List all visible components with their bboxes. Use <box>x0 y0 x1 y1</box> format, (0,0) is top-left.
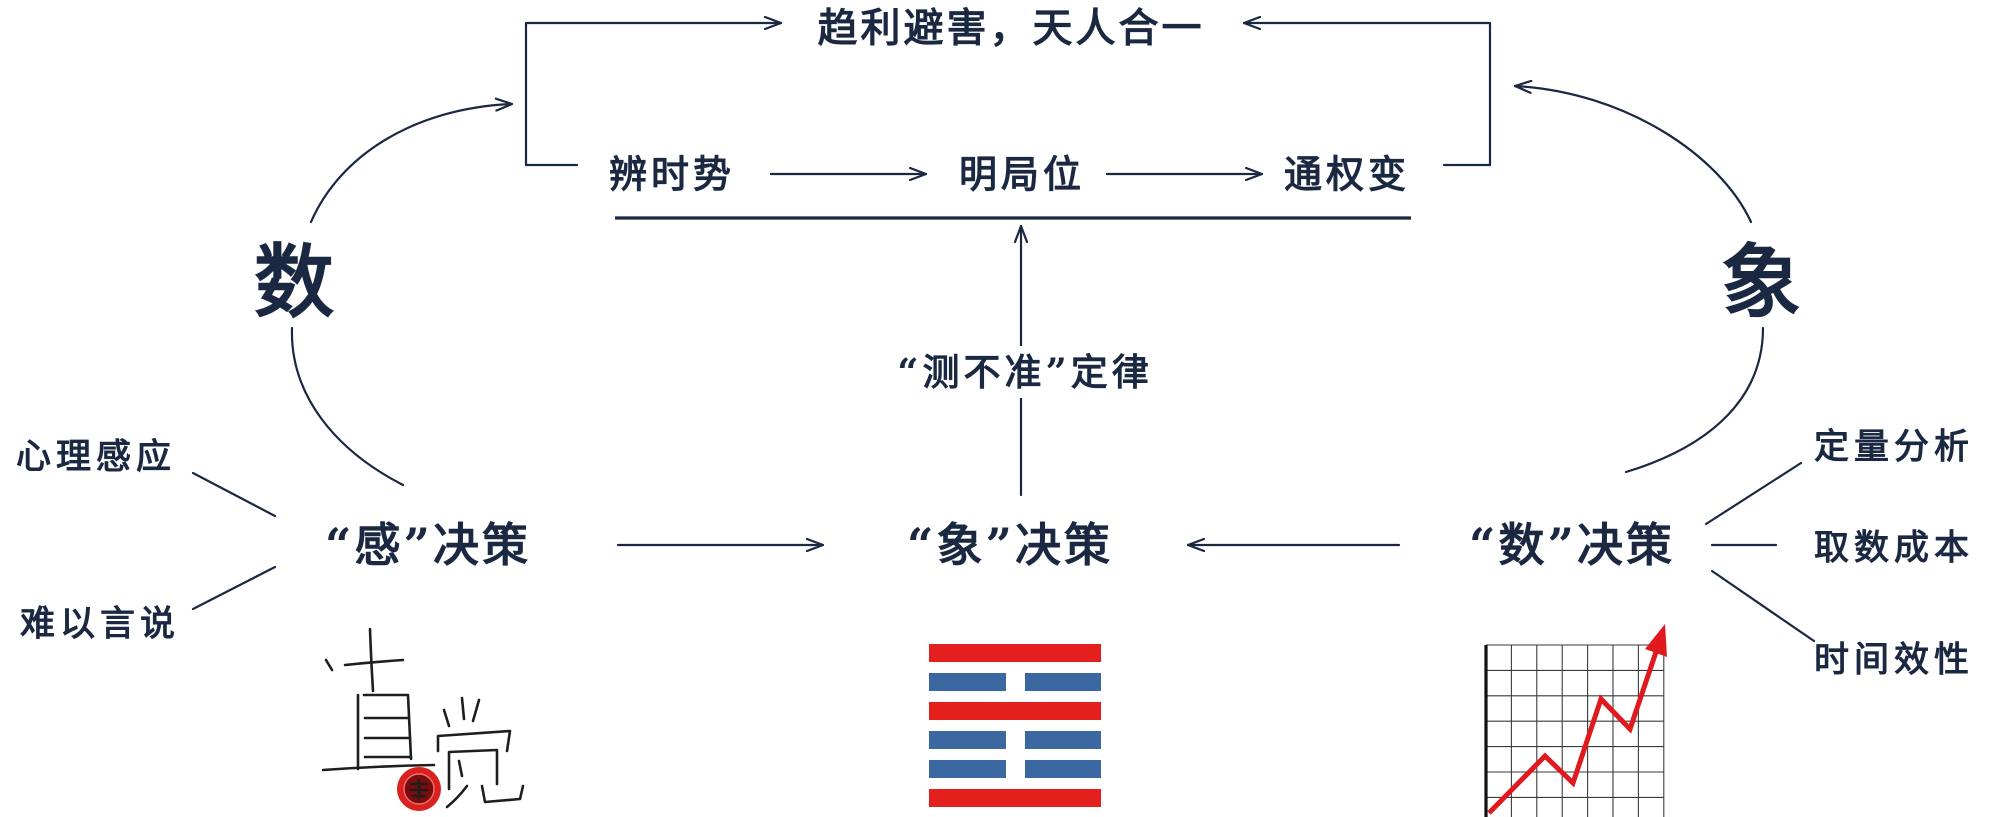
intuition-handwriting-image <box>321 627 525 811</box>
gan-trait-1: 心理感应 <box>16 437 176 478</box>
xiang-decision-text: “象”决策 <box>907 518 1113 572</box>
handwriting-stroke <box>480 784 525 804</box>
seal-mark <box>409 778 429 800</box>
hexagram-broken-line-right <box>1025 673 1101 691</box>
handwriting-stroke <box>436 729 512 753</box>
gan-trait-2-connector <box>191 565 277 611</box>
handwriting-stroke <box>460 696 466 721</box>
gan-trait-1-connector <box>191 471 277 518</box>
hexagram-solid-line <box>929 644 1101 662</box>
left-arc-label: 数 <box>254 235 334 329</box>
goal-feedback-loop: 趋利避害，天人合一 <box>524 5 1492 167</box>
step-1-text: 辨时势 <box>609 152 735 197</box>
handwriting-stroke <box>457 759 464 778</box>
step-3-text: 通权变 <box>1284 152 1410 197</box>
shu-decision-text: “数”决策 <box>1469 518 1675 572</box>
handwriting-stroke <box>321 763 436 772</box>
right-arc: 象 <box>1513 86 1801 474</box>
law-text: “测不准”定律 <box>897 350 1153 394</box>
left-arc: 数 <box>254 104 514 487</box>
decision-row: “感”决策 “象”决策 “数”决策 <box>325 518 1675 572</box>
hexagram-broken-line-right <box>1025 760 1101 778</box>
goal-text: 趋利避害，天人合一 <box>818 5 1205 52</box>
chart-trend-line <box>1487 651 1659 815</box>
handwriting-stroke <box>445 784 469 809</box>
shu-trait-3: 时间效性 <box>1814 640 1974 681</box>
rising-line-chart-icon <box>1484 624 1667 817</box>
gan-trait-2: 难以言说 <box>20 604 180 645</box>
hexagram-broken-line-left <box>929 673 1006 691</box>
left-feedback-connector <box>524 23 783 167</box>
shu-trait-2: 取数成本 <box>1814 528 1974 569</box>
shu-trait-1-connector <box>1704 461 1803 526</box>
shu-trait-1: 定量分析 <box>1814 427 1974 468</box>
handwriting-stroke <box>343 658 405 667</box>
hexagram-broken-line-right <box>1025 731 1101 749</box>
handwriting-stroke <box>442 708 451 728</box>
handwriting-stroke <box>447 748 499 791</box>
law-label-backdrop <box>880 346 1170 398</box>
right-upper-arc-arrow <box>1513 86 1753 224</box>
chart-grid <box>1486 644 1665 817</box>
right-arc-label: 象 <box>1721 235 1801 329</box>
hexagram-broken-line-left <box>929 760 1006 778</box>
left-lower-arc <box>290 326 405 487</box>
gan-traits: 心理感应 难以言说 <box>16 437 277 645</box>
handwriting-stroke <box>324 658 334 672</box>
handwriting-stroke <box>362 693 413 761</box>
shu-trait-3-connector <box>1710 569 1816 643</box>
left-upper-arc-arrow <box>309 104 514 224</box>
uncertainty-law: “测不准”定律 <box>880 224 1170 497</box>
right-feedback-connector <box>1242 23 1492 167</box>
hexagram-broken-line-left <box>929 731 1006 749</box>
right-lower-arc <box>1624 326 1765 474</box>
handwriting-stroke <box>368 627 375 693</box>
shu-traits: 定量分析 取数成本 时间效性 <box>1704 427 1974 681</box>
chart-trend-arrowhead <box>1645 624 1667 657</box>
process-steps: 辨时势 明局位 通权变 <box>609 152 1411 220</box>
hexagram-solid-line <box>929 789 1101 807</box>
hexagram-solid-line <box>929 702 1101 720</box>
hexagram-icon <box>929 644 1101 807</box>
step-2-text: 明局位 <box>959 152 1085 197</box>
gan-decision-text: “感”决策 <box>325 518 531 572</box>
handwriting-stroke <box>471 698 481 723</box>
red-seal-icon <box>397 767 441 811</box>
